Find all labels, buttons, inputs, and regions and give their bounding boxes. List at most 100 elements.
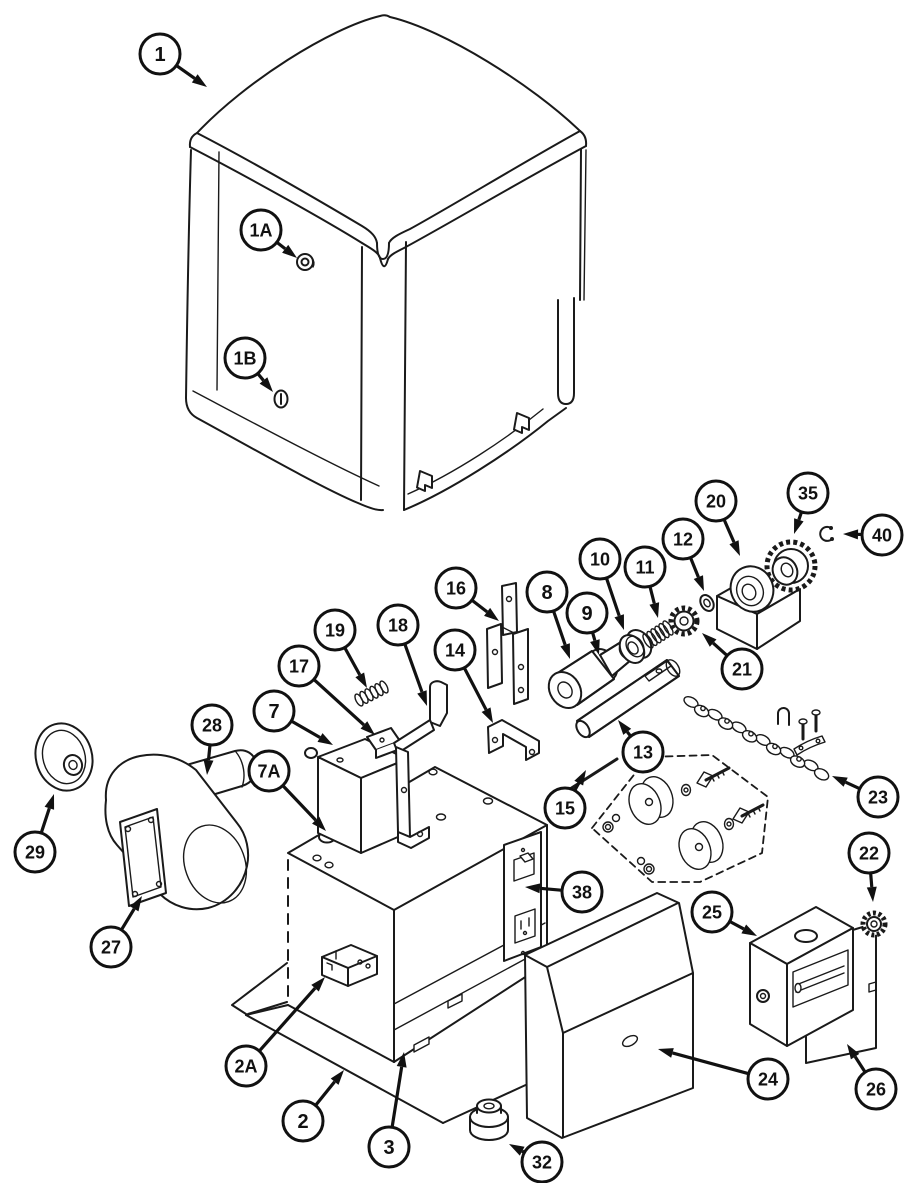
callout-balloon	[247, 749, 291, 793]
callout-number: 16	[446, 579, 466, 599]
callout-arrowhead	[317, 733, 333, 745]
callout-number: 8	[541, 582, 552, 604]
callout-19: 19	[313, 608, 367, 688]
callout-balloon	[138, 32, 182, 76]
bracket-2a	[321, 944, 378, 987]
callout-number: 2A	[234, 1057, 257, 1077]
callout-arrowhead	[574, 770, 586, 786]
callout-number: 23	[868, 788, 888, 808]
callout-24: 24	[658, 1048, 790, 1101]
callout-number: 1B	[233, 349, 256, 369]
callout-balloon	[433, 628, 477, 672]
callout-14: 14	[433, 628, 493, 723]
callout-23: 23	[832, 775, 900, 819]
kit-ring	[611, 813, 621, 823]
callout-number: 38	[572, 883, 592, 903]
callout-balloon	[376, 603, 420, 647]
callout-12: 12	[661, 517, 705, 591]
callout-balloon	[89, 925, 133, 969]
callout-arrowhead	[590, 639, 600, 655]
callout-arrowhead	[330, 1070, 344, 1085]
callout-balloon	[252, 689, 296, 733]
washer-12	[699, 594, 715, 612]
callout-7: 7	[252, 689, 333, 745]
callout-arrowhead	[658, 1048, 674, 1058]
sprocket-35	[764, 539, 818, 593]
callout-arrowhead	[866, 886, 877, 902]
u-bracket-14	[487, 719, 540, 761]
callout-number: 11	[635, 558, 654, 578]
callout-number: 15	[555, 799, 575, 819]
callout-arrowhead	[794, 518, 804, 534]
callout-2: 2	[281, 1070, 344, 1143]
callout-11: 11	[623, 545, 667, 618]
callout-balloon	[578, 537, 622, 581]
callout-number: 10	[590, 550, 610, 570]
callout-balloon	[786, 471, 830, 515]
callout-balloon	[367, 1125, 411, 1169]
callout-22: 22	[847, 831, 891, 902]
fork-bracket-16	[486, 582, 529, 705]
callout-13: 13	[618, 720, 665, 774]
arm-bracket-18	[393, 680, 448, 849]
callout-arrowhead	[560, 643, 570, 659]
callout-9: 9	[565, 591, 609, 655]
kit-washer	[680, 783, 692, 797]
cover-housing	[185, 14, 588, 512]
master-link-parts	[777, 707, 826, 756]
callout-1B: 1B	[223, 336, 273, 392]
key-cylinder-1b	[273, 389, 289, 409]
plug-button-1a	[296, 253, 315, 271]
kit-pulley	[628, 776, 674, 825]
callout-arrowhead	[417, 690, 427, 706]
callout-arrowhead	[832, 776, 848, 787]
callout-balloon	[860, 513, 904, 557]
callout-balloon	[856, 775, 900, 819]
callout-28: 28	[190, 703, 234, 775]
callout-arrowhead	[129, 896, 142, 912]
callout-number: 40	[872, 526, 892, 546]
callout-arrowhead	[843, 529, 859, 540]
callout-balloon	[847, 831, 891, 875]
callout-balloon	[621, 730, 665, 774]
callout-number: 19	[325, 621, 345, 641]
callout-number: 26	[866, 1080, 886, 1100]
callout-1: 1	[138, 32, 207, 87]
callout-number: 20	[706, 492, 726, 512]
callout-number: 1A	[249, 221, 272, 241]
callout-balloon	[694, 479, 738, 523]
outlet-panel-38	[503, 831, 542, 962]
kit-washer	[723, 817, 735, 831]
kit-ring	[636, 856, 646, 866]
callout-balloon	[543, 786, 587, 830]
callout-number: 1	[154, 44, 165, 66]
callout-25: 25	[690, 890, 757, 936]
callout-number: 2	[297, 1111, 308, 1133]
sprocket-22	[860, 910, 888, 938]
callout-balloon	[746, 1057, 790, 1101]
callout-1A: 1A	[239, 208, 297, 258]
bearing-block-20	[716, 539, 818, 650]
callout-2A: 2A	[224, 977, 325, 1088]
front-cover-24	[524, 892, 694, 1139]
callout-arrowhead	[847, 1044, 860, 1060]
callout-balloon	[224, 1044, 268, 1088]
callout-number: 7	[268, 701, 279, 723]
callout-arrowhead	[741, 924, 757, 936]
callout-balloon	[690, 890, 734, 934]
callout-7A: 7A	[247, 749, 326, 831]
callout-arrowhead	[396, 1052, 407, 1068]
callout-17: 17	[277, 644, 375, 735]
callout-15: 15	[543, 770, 587, 830]
callout-arrowhead	[44, 794, 55, 810]
callout-arrowhead	[693, 575, 704, 591]
callout-balloon	[313, 608, 357, 652]
callout-arrowhead	[203, 759, 214, 775]
callout-balloon	[560, 870, 604, 914]
v-belt-pulley-29	[34, 722, 94, 792]
callout-number: 17	[289, 657, 309, 677]
callout-35: 35	[786, 471, 830, 534]
callout-arrowhead	[355, 672, 367, 688]
